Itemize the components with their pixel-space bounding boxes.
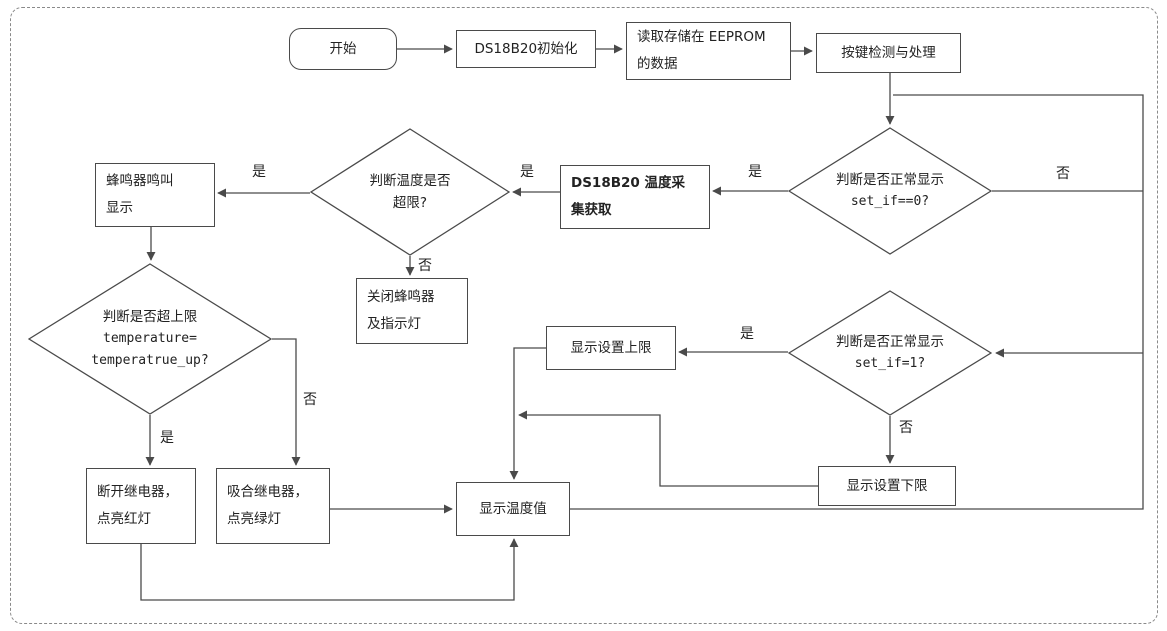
- figure-dashed-border: [10, 7, 1158, 624]
- edge-label-overlimit-no: 否: [416, 258, 434, 274]
- edge-label-collect-yes: 是: [518, 164, 536, 180]
- node-upperlimit-line2: temperature=: [103, 331, 197, 346]
- node-showlower-label: 显示设置下限: [846, 478, 928, 494]
- node-relayon-line1: 吸合继电器，: [227, 484, 308, 500]
- node-buzzer-line1: 蜂鸣器鸣叫: [106, 173, 174, 189]
- diamond-shape: [310, 128, 510, 256]
- node-init-label: DS18B20初始化: [474, 41, 578, 57]
- node-setif0-text: 判断是否正常显示 set_if==0?: [836, 169, 944, 213]
- node-collect-line1: DS18B20 温度采: [571, 175, 685, 191]
- node-keys-label: 按键检测与处理: [841, 45, 936, 61]
- node-setif1-line2: set_if=1?: [854, 356, 926, 371]
- node-check-normal-display-0: 判断是否正常显示 set_if==0?: [788, 127, 992, 255]
- edge-showlower-to-merge: [518, 410, 818, 487]
- node-upperlimit-text: 判断是否超上限 temperature= temperatrue_up?: [91, 306, 208, 372]
- node-read-eeprom: 读取存储在 EEPROM 的数据: [626, 22, 791, 80]
- node-relayoff-line1: 断开继电器，: [97, 484, 178, 500]
- node-relayoff-line2: 点亮红灯: [97, 511, 151, 527]
- edge-showtemp-loopback: [570, 94, 1144, 510]
- node-upperlimit-line3: temperatrue_up?: [91, 353, 209, 368]
- node-start: 开始: [289, 28, 397, 70]
- node-showupper-label: 显示设置上限: [570, 340, 652, 356]
- node-setif1-text: 判断是否正常显示 set_if=1?: [836, 331, 944, 375]
- node-collect-line2: 集获取: [571, 202, 612, 218]
- diamond-shape: [788, 127, 992, 255]
- edge-showupper-to-showtemp: [509, 347, 546, 480]
- node-overlimit-line1: 判断温度是否: [369, 173, 451, 189]
- node-key-detect: 按键检测与处理: [816, 33, 961, 73]
- node-show-temp: 显示温度值: [456, 482, 570, 536]
- node-upperlimit-line1: 判断是否超上限: [102, 309, 198, 325]
- node-showtemp-label: 显示温度值: [479, 501, 547, 517]
- node-check-normal-display-1: 判断是否正常显示 set_if=1?: [788, 290, 992, 416]
- node-closebuzzer-line1: 关闭蜂鸣器: [367, 289, 435, 305]
- node-setif1-line1: 判断是否正常显示: [836, 334, 944, 350]
- edge-label-overlimit-yes: 是: [250, 164, 268, 180]
- diamond-shape: [788, 290, 992, 416]
- node-show-lower-limit: 显示设置下限: [818, 466, 956, 506]
- edge-label-setif0-no: 否: [1054, 166, 1072, 182]
- edge-label-upper-no: 否: [301, 392, 319, 408]
- edge-label-upper-yes: 是: [158, 430, 176, 446]
- edge-label-setif1-no: 否: [897, 420, 915, 436]
- node-ds18b20-init: DS18B20初始化: [456, 30, 596, 68]
- node-setif0-line1: 判断是否正常显示: [836, 172, 944, 188]
- node-start-label: 开始: [329, 41, 357, 57]
- node-relayon-line2: 点亮绿灯: [227, 511, 281, 527]
- node-temp-collect: DS18B20 温度采 集获取: [560, 165, 710, 229]
- node-buzzer-line2: 显示: [106, 200, 133, 216]
- node-relay-on-green: 吸合继电器， 点亮绿灯: [216, 468, 330, 544]
- edge-label-setif1-yes: 是: [738, 326, 756, 342]
- edge-label-setif0-yes: 是: [746, 164, 764, 180]
- diamond-shape: [28, 263, 272, 415]
- node-show-upper-limit: 显示设置上限: [546, 326, 676, 370]
- node-overlimit-text: 判断温度是否 超限?: [370, 170, 451, 214]
- node-eeprom-line1: 读取存储在 EEPROM: [637, 29, 766, 45]
- edge-upperlimit-no-to-relayon: [272, 338, 301, 466]
- node-check-upper-limit: 判断是否超上限 temperature= temperatrue_up?: [28, 263, 272, 415]
- node-buzzer-alarm: 蜂鸣器鸣叫 显示: [95, 163, 215, 227]
- node-check-over-limit: 判断温度是否 超限?: [310, 128, 510, 256]
- node-setif0-line2: set_if==0?: [850, 194, 930, 209]
- node-relay-off-red: 断开继电器， 点亮红灯: [86, 468, 196, 544]
- node-eeprom-line2: 的数据: [637, 56, 678, 72]
- edge-relayoff-to-showtemp: [140, 538, 519, 601]
- node-close-buzzer: 关闭蜂鸣器 及指示灯: [356, 278, 468, 344]
- node-closebuzzer-line2: 及指示灯: [367, 316, 421, 332]
- node-overlimit-line2: 超限?: [392, 195, 428, 211]
